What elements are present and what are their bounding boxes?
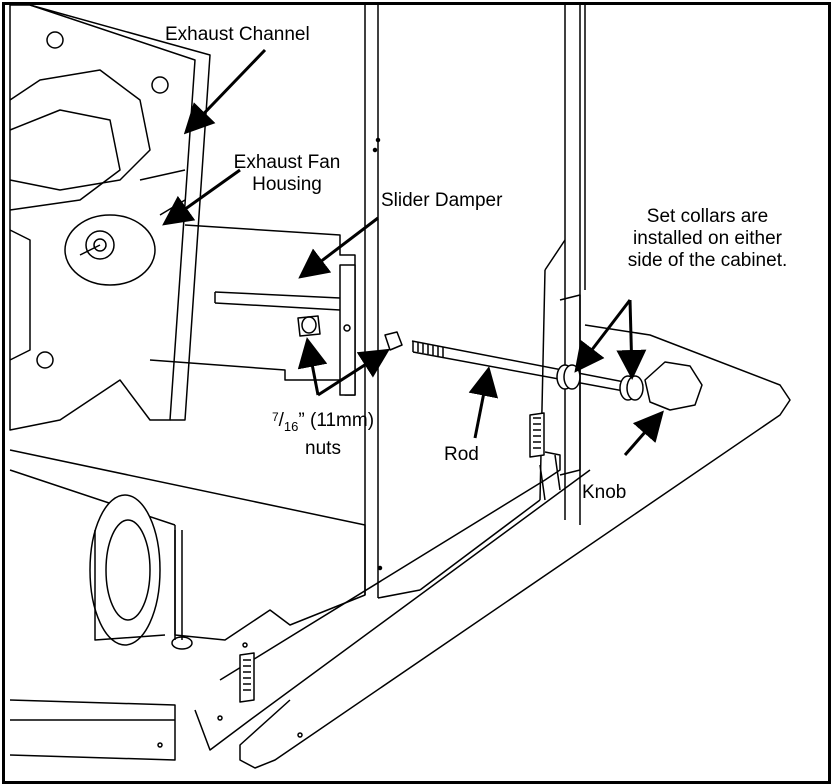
label-nuts: 7/16” (11mm) nuts: [258, 406, 388, 460]
label-set-collars-line3: side of the cabinet.: [627, 250, 788, 271]
set-collars-leader-right: [616, 299, 647, 380]
set-collars: [556, 364, 644, 401]
lower-duct: [9, 449, 366, 761]
rod-leader: [468, 366, 499, 439]
label-exhaust-channel: Exhaust Channel: [165, 24, 310, 45]
label-exhaust-fan-housing: Exhaust Fan Housing: [212, 152, 362, 196]
nuts-denominator: 16: [283, 418, 299, 434]
label-knob: Knob: [582, 482, 627, 503]
set-collars-leader-left: [574, 299, 632, 373]
knob-leader: [623, 410, 664, 456]
nuts-rest: ” (11mm): [298, 410, 375, 431]
nuts-leader-right: [317, 348, 391, 397]
exhaust-fan-housing: [9, 4, 211, 431]
base-plate: [157, 294, 791, 769]
slider-damper-leader: [298, 216, 379, 279]
rod: [411, 340, 641, 395]
label-set-collars-line2: installed on either: [633, 228, 782, 249]
label-nuts-line1: 7/16” (11mm): [271, 410, 375, 434]
label-rod: Rod: [444, 444, 479, 465]
exhaust-channel-leader: [183, 48, 267, 135]
knob: [644, 361, 703, 411]
nuts-numerator: 7: [271, 410, 279, 424]
nuts-leader-left: [297, 337, 328, 396]
cabinet-panel: [364, 5, 586, 599]
label-set-collars: Set collars are installed on either side…: [600, 206, 815, 272]
label-exhaust-fan-line2: Housing: [252, 174, 322, 195]
label-exhaust-fan-line1: Exhaust Fan: [233, 152, 341, 173]
label-nuts-line2: nuts: [305, 437, 341, 459]
label-slider-damper: Slider Damper: [381, 190, 503, 211]
label-set-collars-line1: Set collars are: [646, 206, 769, 227]
slider-damper: [149, 224, 403, 396]
exhaust-fan-housing-leader: [162, 168, 241, 226]
